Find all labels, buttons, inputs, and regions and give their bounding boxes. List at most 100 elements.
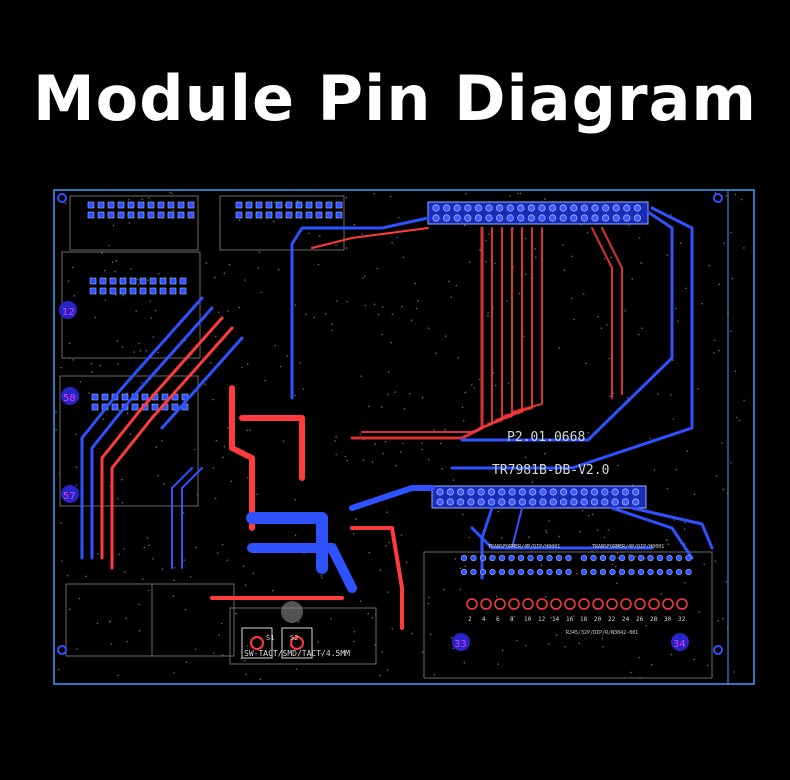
- via-dot: [172, 209, 174, 212]
- via-dot: [246, 363, 249, 365]
- via-dot: [112, 224, 115, 227]
- transformer-pad: [460, 568, 468, 576]
- via-dot: [382, 452, 384, 455]
- via-dot: [617, 464, 619, 467]
- connector-pin: [464, 214, 472, 222]
- via-dot: [189, 576, 192, 578]
- corner-holes: [57, 193, 723, 655]
- via-dot: [321, 577, 323, 579]
- via-dot: [376, 267, 378, 270]
- via-dot: [609, 395, 611, 398]
- header-pin: [275, 211, 283, 219]
- via-dot: [544, 198, 546, 200]
- page-title: Module Pin Diagram: [32, 62, 758, 135]
- via-dot: [667, 543, 670, 546]
- via-dot: [215, 335, 217, 338]
- rj45-pin-number: 14: [552, 616, 560, 623]
- pin-marker-12-label: 12: [62, 307, 75, 318]
- via-dot: [650, 663, 653, 666]
- via-dot: [258, 251, 261, 254]
- via-dot: [570, 255, 573, 258]
- via-dot: [346, 247, 348, 249]
- via-dot: [161, 440, 163, 442]
- transformer-pad: [628, 568, 635, 576]
- via-dot: [686, 450, 689, 453]
- via-dot: [331, 329, 333, 332]
- transformer-pad: [489, 554, 496, 562]
- via-dot: [222, 654, 224, 656]
- via-dot: [99, 364, 102, 367]
- via-dot: [459, 567, 462, 569]
- via-dot: [90, 362, 93, 365]
- rj45-pin-number: 2: [468, 616, 472, 623]
- via-dot: [731, 277, 734, 280]
- via-dot: [714, 339, 716, 341]
- via-dot: [415, 307, 418, 310]
- connector-pin: [539, 498, 547, 506]
- connector-pin: [549, 488, 557, 496]
- via-dot: [379, 569, 382, 571]
- connector-pin: [495, 204, 504, 212]
- via-dot: [128, 222, 131, 224]
- via-dot: [608, 357, 610, 360]
- header-pin: [139, 277, 147, 285]
- via-dot: [617, 557, 619, 559]
- via-dot: [272, 220, 275, 223]
- via-dot: [507, 382, 510, 384]
- header-pin: [255, 211, 263, 219]
- via-dot: [421, 651, 424, 653]
- header-pin: [167, 201, 175, 209]
- via-dot: [516, 639, 518, 642]
- connector-pin: [456, 498, 465, 506]
- via-dot: [679, 242, 682, 244]
- via-dot: [379, 674, 381, 677]
- via-dot: [585, 362, 587, 365]
- connector-pin: [601, 214, 610, 222]
- via-dot: [97, 553, 99, 555]
- via-dot: [513, 615, 516, 618]
- header-pin: [89, 277, 97, 285]
- via-dot: [444, 335, 447, 337]
- via-dot: [429, 633, 432, 635]
- via-dot: [626, 397, 629, 399]
- via-dot: [141, 198, 144, 201]
- header-pin: [137, 201, 145, 209]
- via-dot: [116, 340, 119, 342]
- via-dot: [657, 393, 659, 395]
- via-dot: [459, 588, 462, 591]
- via-dot: [125, 617, 128, 620]
- board-name-label: TR7981B-DB-V2.0: [492, 463, 609, 478]
- via-dot: [566, 431, 568, 433]
- via-dot: [85, 575, 87, 578]
- transformer-pad: [460, 554, 468, 562]
- header-pin: [235, 211, 243, 219]
- header-pin: [187, 201, 195, 209]
- via-dot: [389, 195, 392, 198]
- via-dot: [698, 611, 700, 613]
- transformer-pad: [609, 568, 616, 576]
- connector-pin: [453, 204, 461, 212]
- via-dot: [468, 261, 471, 263]
- via-dot: [264, 379, 266, 382]
- connector-pin: [612, 214, 620, 222]
- transformer-pad: [656, 554, 664, 562]
- connector-pin: [436, 488, 444, 496]
- transformer-pad: [470, 554, 477, 562]
- via-dot: [644, 557, 646, 560]
- via-dot: [368, 405, 370, 408]
- via-dot: [75, 484, 78, 486]
- via-dot: [401, 305, 403, 308]
- via-dot: [138, 629, 141, 632]
- connector-pin: [538, 214, 546, 222]
- connector-pin: [590, 488, 599, 496]
- connector-pin: [580, 488, 588, 496]
- connector-label: RJ45/32P/DIP/R/N3042-001: [566, 630, 638, 636]
- via-dot: [294, 304, 297, 306]
- via-dot: [398, 216, 400, 219]
- transformer-pad: [666, 554, 673, 562]
- middle-connector-pins: [436, 488, 640, 506]
- transformer-pad: [656, 568, 664, 576]
- via-dot: [244, 279, 246, 281]
- via-dot: [123, 548, 125, 550]
